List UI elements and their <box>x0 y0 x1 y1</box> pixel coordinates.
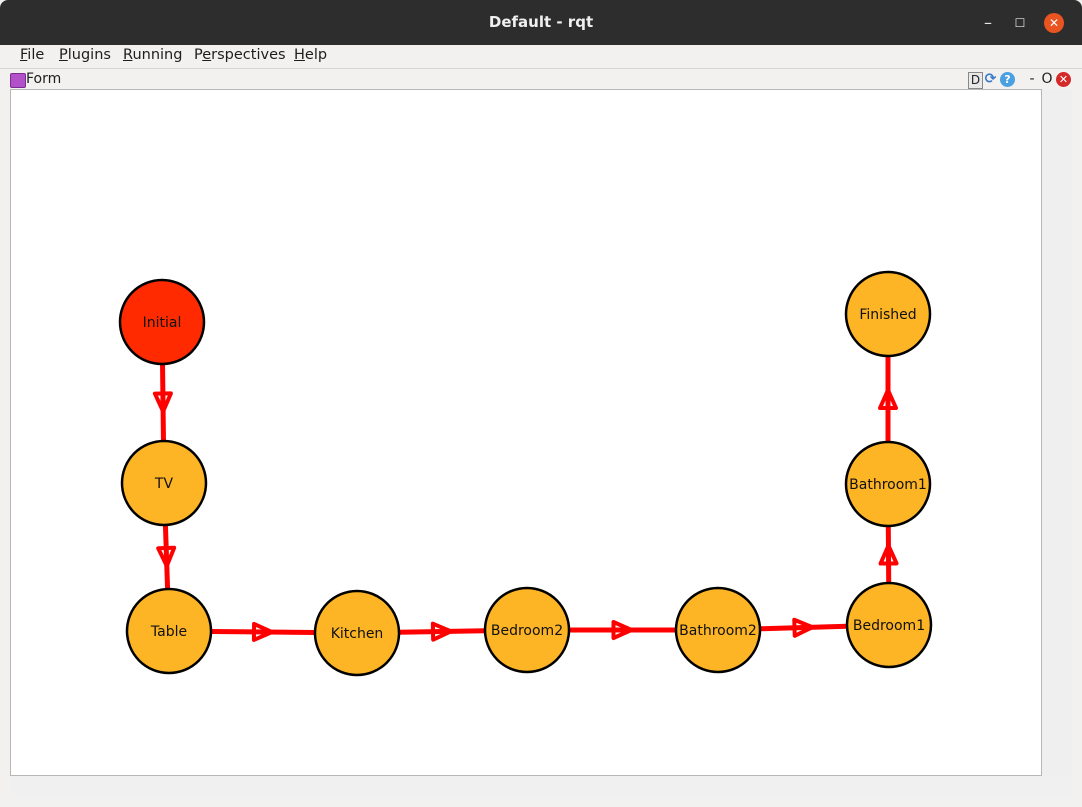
menu-perspectives[interactable]: Perspectives <box>194 47 286 63</box>
dot-graph-button[interactable]: D <box>968 72 983 89</box>
state-circle[interactable] <box>125 587 213 675</box>
state-label: Finished <box>859 307 916 323</box>
state-node-bathroom2[interactable]: Bathroom2 <box>674 586 762 674</box>
state-label: Initial <box>143 315 182 331</box>
state-circle[interactable] <box>118 278 206 366</box>
state-node-bathroom1[interactable]: Bathroom1 <box>844 440 932 528</box>
menu-file[interactable]: File <box>20 47 45 63</box>
edge-initial-tv <box>160 363 166 442</box>
dock-title: Form <box>26 71 62 87</box>
edges-layer <box>152 356 899 642</box>
edge-tv-table <box>162 524 171 590</box>
state-circle[interactable] <box>845 581 933 669</box>
float-dock-button[interactable]: O <box>1041 71 1053 87</box>
minimize-icon[interactable]: – <box>984 13 992 32</box>
state-label: Bedroom2 <box>491 623 563 639</box>
dock-titlebar: Form D ⟳ ? - O ✕ <box>0 69 1082 89</box>
help-icon[interactable]: ? <box>1000 72 1015 87</box>
state-label: Bedroom1 <box>853 618 925 634</box>
state-label: TV <box>154 476 174 492</box>
edge-kitchen-bedroom2 <box>398 628 486 635</box>
window-title: Default - rqt <box>488 13 594 31</box>
state-node-tv[interactable]: TV <box>120 439 208 527</box>
state-node-table[interactable]: Table <box>125 587 213 675</box>
edge-bathroom2-bedroom1 <box>759 623 848 632</box>
horizontal-scroll-area[interactable] <box>10 776 1072 798</box>
menu-bar: File Plugins Running Perspectives Help <box>0 45 1082 69</box>
state-label: Kitchen <box>331 626 384 642</box>
edge-table-kitchen <box>210 628 316 636</box>
state-circle[interactable] <box>674 586 762 674</box>
state-node-initial[interactable]: Initial <box>118 278 206 366</box>
state-node-finished[interactable]: Finished <box>844 270 932 358</box>
close-dock-icon[interactable]: ✕ <box>1056 72 1071 87</box>
arrowhead-bathroom1-finished <box>878 388 898 410</box>
form-plugin-icon <box>10 73 26 88</box>
vertical-scroll-area[interactable] <box>1042 89 1072 776</box>
state-node-bedroom1[interactable]: Bedroom1 <box>845 581 933 669</box>
arrowhead-tv-table <box>156 545 177 568</box>
arrowhead-bedroom2-bathroom2 <box>611 620 634 640</box>
state-label: Table <box>150 624 187 640</box>
menu-running[interactable]: Running <box>123 47 183 63</box>
reload-icon[interactable]: ⟳ <box>984 71 997 87</box>
state-circle[interactable] <box>120 439 208 527</box>
maximize-icon[interactable]: ☐ <box>1014 16 1026 30</box>
arrowhead-bathroom2-bedroom1 <box>792 617 815 638</box>
arrowhead-initial-tv <box>152 391 173 414</box>
state-label: Bathroom2 <box>679 623 757 639</box>
state-circle[interactable] <box>844 440 932 528</box>
menu-plugins[interactable]: Plugins <box>59 47 111 63</box>
state-label: Bathroom1 <box>849 477 927 493</box>
close-window-icon[interactable]: ✕ <box>1044 13 1064 33</box>
arrowhead-bedroom1-bathroom1 <box>878 543 899 566</box>
state-node-kitchen[interactable]: Kitchen <box>313 589 401 677</box>
state-circle[interactable] <box>483 586 571 674</box>
menu-help[interactable]: Help <box>294 47 328 63</box>
minimize-dock-button[interactable]: - <box>1029 71 1035 87</box>
state-circle[interactable] <box>313 589 401 677</box>
state-circle[interactable] <box>844 270 932 358</box>
window-titlebar[interactable]: Default - rqt – ☐ ✕ <box>0 0 1082 45</box>
arrowhead-kitchen-bedroom2 <box>430 621 453 642</box>
arrowhead-table-kitchen <box>251 621 274 642</box>
state-node-bedroom2[interactable]: Bedroom2 <box>483 586 571 674</box>
